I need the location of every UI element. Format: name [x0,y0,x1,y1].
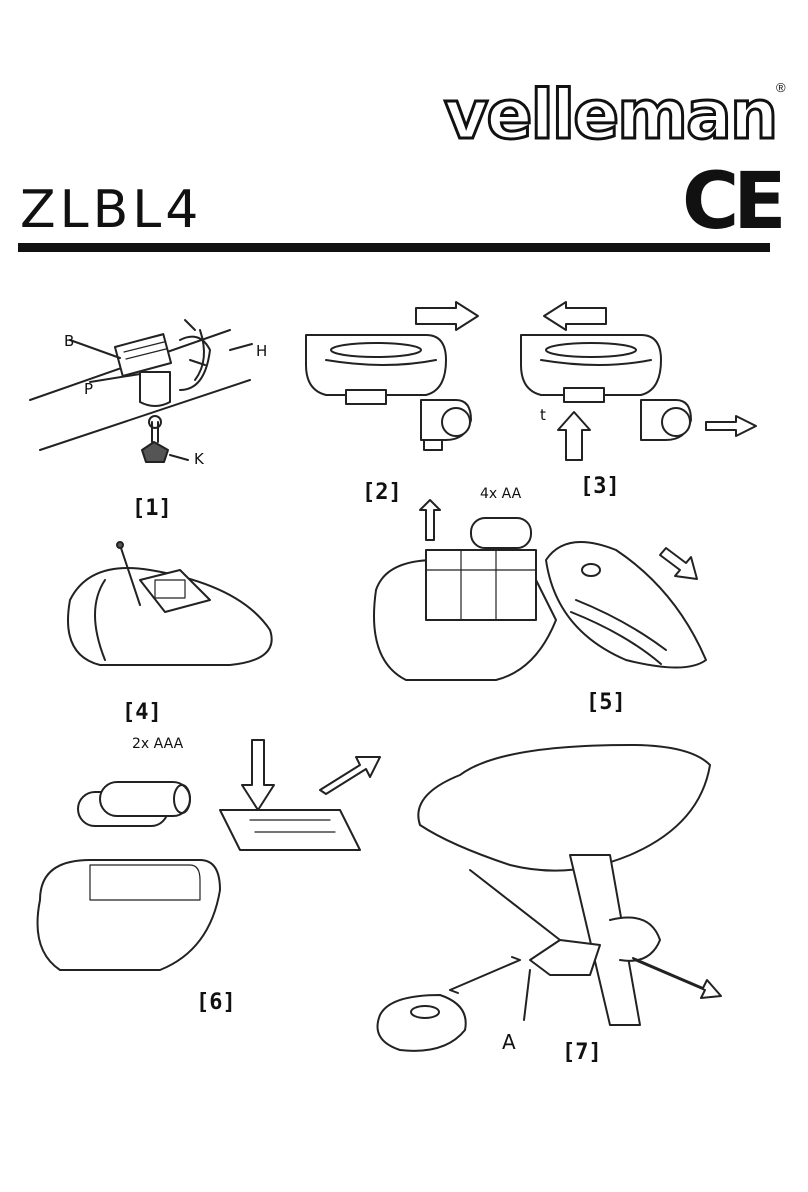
figure-7-label: [7] [562,1040,602,1065]
ce-mark: CE [682,157,787,247]
figure-5-illustration [366,499,726,700]
figure-6-illustration [30,739,390,990]
callout-b: B [64,332,75,350]
figure-2-label: [2] [362,480,402,505]
callout-a: A [502,1030,516,1054]
registered-mark: ® [776,80,786,95]
figure-3-label: [3] [580,474,620,499]
battery-note-aaa: 2x AAA [132,736,184,752]
figure-1-label: [1] [132,496,172,521]
brand-logo: velleman [442,75,779,157]
figure-3-illustration [516,300,766,470]
figure-4-label: [4] [122,700,162,725]
callout-h: H [256,342,268,360]
figure-1-illustration [29,310,290,480]
callout-k: K [194,450,204,468]
figure-5-label: [5] [586,690,626,715]
figure-6-label: [6] [196,990,236,1015]
figure-2-illustration [296,300,496,470]
header-rule [18,243,770,252]
model-title: ZLBL4 [20,180,203,240]
battery-note-aa: 4x AA [480,486,522,502]
figure-7-illustration [370,720,750,1052]
callout-t: t [540,406,546,424]
callout-p: P [84,380,94,398]
figure-4-illustration [60,540,280,670]
